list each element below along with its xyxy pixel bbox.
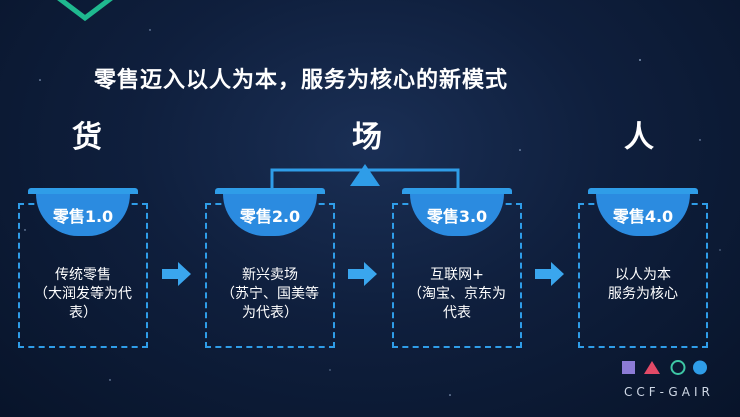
- stage-text-4: 以人为本 服务为核心: [568, 266, 718, 304]
- right-arrow-icon: [348, 262, 377, 286]
- corner-logo-mark: [57, 0, 113, 22]
- ccf-gair-logo-shapes: [622, 360, 707, 375]
- stage-1-line-1: 传统零售: [55, 267, 111, 283]
- square-icon: [622, 361, 635, 374]
- stage-4-line-2: 服务为核心: [608, 286, 678, 302]
- stage-1-line-3: 表）: [69, 305, 97, 321]
- stage-text-1: 传统零售 （大润发等为代 表）: [8, 266, 158, 323]
- stage-3-line-2: （淘宝、京东为: [408, 286, 506, 302]
- stage-2-line-1: 新兴卖场: [242, 267, 298, 283]
- right-arrow-icon: [162, 262, 191, 286]
- slide-headline: 零售迈入以人为本，服务为核心的新模式: [94, 68, 509, 93]
- pillar-goods: 货: [72, 120, 102, 155]
- dot-icon: [693, 360, 707, 375]
- stage-text-3: 互联网+ （淘宝、京东为 代表: [382, 266, 532, 323]
- pillar-people: 人: [624, 120, 654, 155]
- connector-bracket: [270, 164, 460, 204]
- stage-3-line-1: 互联网+: [430, 267, 484, 283]
- stage-2-line-3: 为代表）: [242, 305, 298, 321]
- stage-text-2: 新兴卖场 （苏宁、国美等 为代表）: [195, 266, 345, 323]
- stage-1-line-2: （大润发等为代: [34, 286, 132, 302]
- up-triangle-icon: [350, 164, 380, 186]
- ring-icon: [670, 360, 686, 375]
- right-arrow-icon: [535, 262, 564, 286]
- pillar-place: 场: [352, 120, 382, 155]
- stage-4-line-1: 以人为本: [615, 267, 671, 283]
- triangle-icon: [644, 361, 660, 374]
- stage-2-line-2: （苏宁、国美等: [221, 286, 319, 302]
- stage-3-line-3: 代表: [443, 305, 471, 321]
- ccf-gair-logo-text: CCF-GAIR: [624, 385, 714, 399]
